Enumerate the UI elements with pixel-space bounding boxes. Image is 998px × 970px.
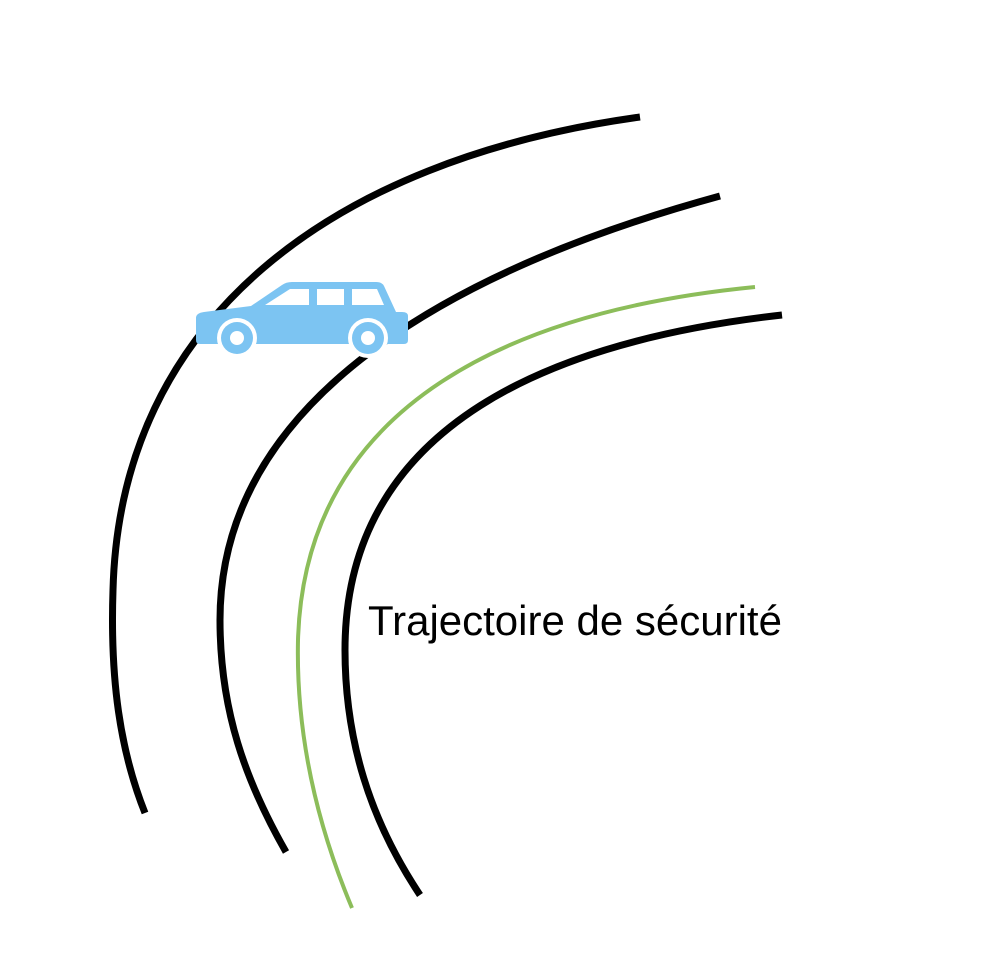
safety-trajectory-label: Trajectoire de sécurité [368,597,782,644]
station-wagon-car-icon [196,282,408,358]
middle-road-edge [216,192,721,854]
inner-road-edge [341,311,783,897]
safety-trajectory-line [295,285,756,909]
outer-road-edge [108,113,641,815]
